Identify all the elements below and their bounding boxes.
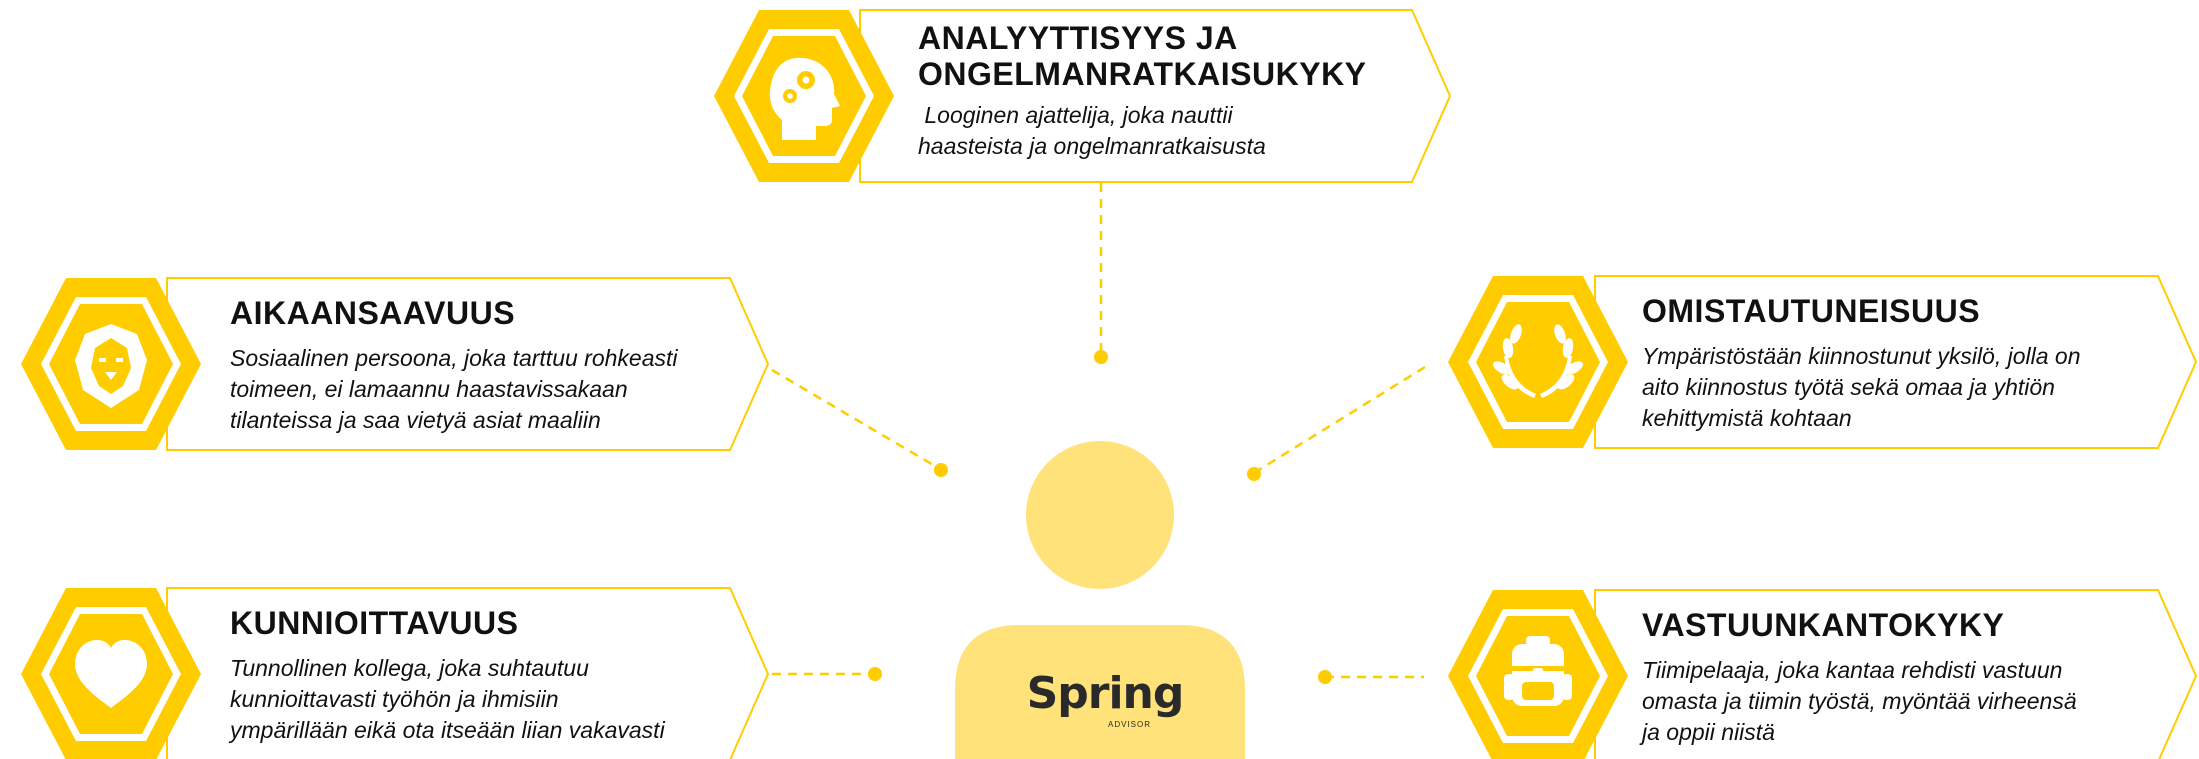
card-title-line: ONGELMANRATKAISUKYKY: [918, 56, 1367, 92]
card-desc-line: ja oppii niistä: [1642, 719, 1775, 745]
card-title-achievement: AIKAANSAAVUUS: [230, 295, 516, 331]
card-desc-line: kunnioittavasti työhön ja ihmisiin: [230, 686, 559, 712]
card-desc-line: aito kiinnostus työtä sekä omaa ja yhtiö…: [1642, 374, 2055, 400]
card-desc-line: Looginen ajattelija, joka nauttii: [918, 102, 1233, 128]
card-respect: KUNNIOITTAVUUS Tunnollinen kollega, joka…: [230, 605, 770, 746]
card-title-commitment: OMISTAUTUNEISUUS: [1642, 293, 1981, 329]
connector-dot-analytical: [1094, 350, 1108, 364]
card-title-analytical: ANALYYTTISYYS JA ONGELMANRATKAISUKYKY: [918, 20, 1418, 92]
card-desc-line: kehittymistä kohtaan: [1642, 405, 1852, 431]
lion-icon: [75, 324, 147, 408]
card-desc-responsibility: Tiimipelaaja, joka kantaa rehdisti vastu…: [1642, 655, 2182, 748]
card-analytical: ANALYYTTISYYS JA ONGELMANRATKAISUKYKY Lo…: [918, 20, 1418, 162]
connector-dot-commitment: [1247, 467, 1261, 481]
connector-achievement: [771, 368, 941, 471]
spring-logo-text: Spring: [1026, 668, 1185, 719]
card-desc-line: omasta ja tiimin työstä, myöntää virheen…: [1642, 688, 2077, 714]
badge-analytical: [714, 10, 894, 182]
laurel-wreath-icon: [1492, 324, 1584, 398]
card-desc-line: Tunnollinen kollega, joka suhtautuu: [230, 655, 589, 681]
heart-icon: [75, 640, 147, 708]
card-achievement: AIKAANSAAVUUS Sosiaalinen persoona, joka…: [230, 295, 770, 436]
card-desc-line: toimeen, ei lamaannu haastavissakaan: [230, 376, 628, 402]
card-desc-commitment: Ympäristöstään kiinnostunut yksilö, joll…: [1642, 341, 2182, 434]
spring-logo-subtext: ADVISOR: [1108, 720, 1152, 729]
card-desc-line: haasteista ja ongelmanratkaisusta: [918, 133, 1266, 159]
card-title-respect: KUNNIOITTAVUUS: [230, 605, 519, 641]
badge-respect: [21, 588, 201, 759]
badge-responsibility: [1448, 590, 1628, 759]
card-desc-respect: Tunnollinen kollega, joka suhtautuu kunn…: [230, 653, 770, 746]
person-body: [955, 625, 1245, 759]
card-title-line: ANALYYTTISYYS JA: [918, 20, 1238, 56]
connector-commitment: [1253, 365, 1426, 475]
card-responsibility: VASTUUNKANTOKYKY Tiimipelaaja, joka kant…: [1642, 607, 2182, 748]
card-title-responsibility: VASTUUNKANTOKYKY: [1642, 607, 2005, 643]
card-desc-line: Ympäristöstään kiinnostunut yksilö, joll…: [1642, 343, 2081, 369]
connector-dot-respect: [868, 667, 882, 681]
card-desc-line: Tiimipelaaja, joka kantaa rehdisti vastu…: [1642, 657, 2063, 683]
person-head: [1026, 441, 1174, 589]
badge-achievement: [21, 278, 201, 450]
card-desc-line: tilanteissa ja saa vietyä asiat maaliin: [230, 407, 601, 433]
card-desc-line: Sosiaalinen persoona, joka tarttuu rohke…: [230, 345, 678, 371]
connector-dot-responsibility: [1318, 670, 1332, 684]
backpack-icon: [1504, 636, 1572, 706]
card-commitment: OMISTAUTUNEISUUS Ympäristöstään kiinnost…: [1642, 293, 2182, 434]
badge-commitment: [1448, 276, 1628, 448]
connector-dot-achievement: [934, 463, 948, 477]
card-desc-achievement: Sosiaalinen persoona, joka tarttuu rohke…: [230, 343, 770, 436]
head-gears-icon: [769, 57, 840, 140]
card-desc-line: ympärillään eikä ota itseään liian vakav…: [230, 717, 665, 743]
card-desc-analytical: Looginen ajattelija, joka nauttii haaste…: [918, 100, 1418, 162]
